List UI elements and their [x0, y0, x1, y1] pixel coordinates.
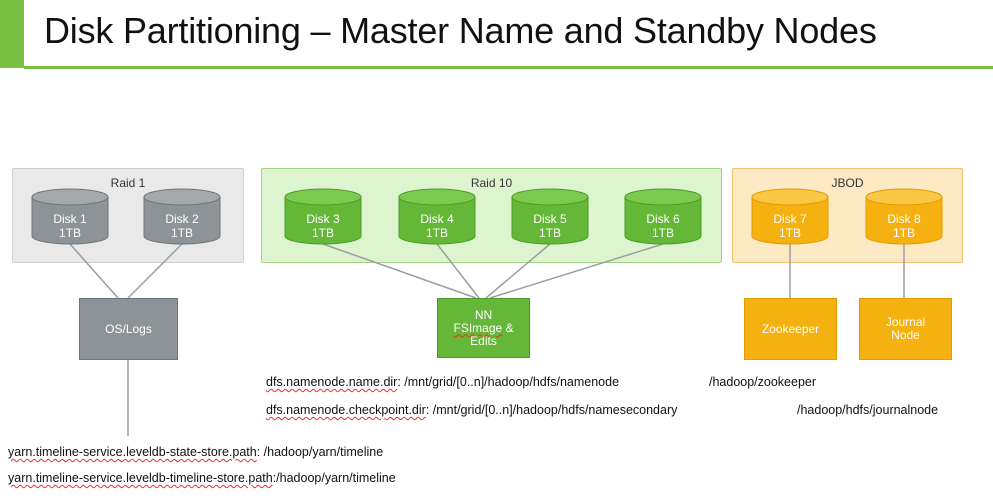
name-dir-value: : /mnt/grid/[0..n]/hadoop/hdfs/namenode: [397, 375, 620, 389]
disk3-cylinder: [284, 188, 362, 245]
title-accent-bar: [0, 0, 24, 68]
slide-title: Disk Partitioning – Master Name and Stan…: [44, 10, 877, 51]
disk5-cylinder: [511, 188, 589, 245]
disk6-cylinder: [624, 188, 702, 245]
raid1-label: Raid 1: [110, 176, 146, 190]
nn-ampersand-text: &: [502, 320, 514, 335]
jbod-label: JBOD: [831, 176, 864, 190]
journal-node: Journal Node: [859, 298, 952, 360]
connector-disk1-oslogs: [69, 243, 119, 299]
disk3-name: Disk 3: [306, 212, 340, 226]
timeline-store-key: yarn.timeline-service.leveldb-timeline-s…: [8, 471, 273, 485]
checkpoint-dir-value: : /mnt/grid/[0..n]/hadoop/hdfs/namesecon…: [425, 403, 678, 417]
name-dir-path: dfs.namenode.name.dir: /mnt/grid/[0..n]/…: [266, 375, 619, 389]
disk5-size: 1TB: [538, 226, 561, 240]
state-store-key: yarn.timeline-service.leveldb-state-stor…: [8, 445, 257, 459]
disk7-name: Disk 7: [773, 212, 807, 226]
disk2-label: Disk 2 1TB: [143, 212, 221, 240]
journalnode-path: /hadoop/hdfs/journalnode: [797, 403, 939, 417]
connector-disk6-nn: [489, 243, 664, 299]
disk4-label: Disk 4 1TB: [398, 212, 476, 240]
title-divider: [24, 66, 993, 69]
state-store-path: yarn.timeline-service.leveldb-state-stor…: [8, 445, 383, 459]
disk2-size: 1TB: [170, 226, 193, 240]
disk7-size: 1TB: [778, 226, 801, 240]
disk6-label: Disk 6 1TB: [624, 212, 702, 240]
connector-lines: [69, 243, 905, 436]
connector-disk3-nn: [322, 243, 477, 299]
nn-label-line1: NN: [474, 307, 493, 322]
disk6-size: 1TB: [651, 226, 674, 240]
zookeeper-path: /hadoop/zookeeper: [709, 375, 817, 389]
checkpoint-dir-key: dfs.namenode.checkpoint.dir: [266, 403, 426, 417]
nn-fsimage-text: FSImage: [453, 320, 503, 335]
nn-node: NN FSImage & Edits: [437, 298, 530, 358]
nn-label-line2: FSImage &: [453, 320, 514, 335]
os-logs-node: OS/Logs: [79, 298, 178, 360]
disk1-name: Disk 1: [53, 212, 87, 226]
disk5-label: Disk 5 1TB: [511, 212, 589, 240]
disk1-size: 1TB: [58, 226, 81, 240]
journal-label-line2: Node: [891, 328, 920, 342]
connector-disk5-nn: [485, 243, 551, 299]
disk7-label: Disk 7 1TB: [751, 212, 829, 240]
disk6-name: Disk 6: [646, 212, 680, 226]
connector-disk2-oslogs: [127, 243, 183, 299]
timeline-store-value: :/hadoop/yarn/timeline: [272, 471, 396, 485]
connector-disk4-nn: [436, 243, 480, 299]
disk1-cylinder: [31, 188, 109, 245]
disk2-name: Disk 2: [165, 212, 199, 226]
disk5-name: Disk 5: [533, 212, 567, 226]
disk8-label: Disk 8 1TB: [865, 212, 943, 240]
disk8-size: 1TB: [892, 226, 915, 240]
name-dir-key: dfs.namenode.name.dir: [266, 375, 398, 389]
os-logs-label: OS/Logs: [105, 321, 152, 336]
state-store-value: : /hadoop/yarn/timeline: [256, 445, 384, 459]
disk4-cylinder: [398, 188, 476, 245]
zookeeper-label: Zookeeper: [761, 321, 820, 336]
checkpoint-dir-path: dfs.namenode.checkpoint.dir: /mnt/grid/[…: [266, 403, 677, 417]
disk3-label: Disk 3 1TB: [284, 212, 362, 240]
journal-label-line1: Journal: [885, 315, 926, 329]
disk4-name: Disk 4: [420, 212, 454, 226]
disk3-size: 1TB: [311, 226, 334, 240]
disk1-label: Disk 1 1TB: [31, 212, 109, 240]
zookeeper-node: Zookeeper: [744, 298, 837, 360]
disk8-name: Disk 8: [887, 212, 921, 226]
nn-label-line3: Edits: [470, 333, 497, 348]
disk7-cylinder: [751, 188, 829, 245]
raid10-label: Raid 10: [470, 176, 513, 190]
timeline-store-path: yarn.timeline-service.leveldb-timeline-s…: [8, 471, 396, 485]
disk8-cylinder: [865, 188, 943, 245]
disk2-cylinder: [143, 188, 221, 245]
disk4-size: 1TB: [425, 226, 448, 240]
